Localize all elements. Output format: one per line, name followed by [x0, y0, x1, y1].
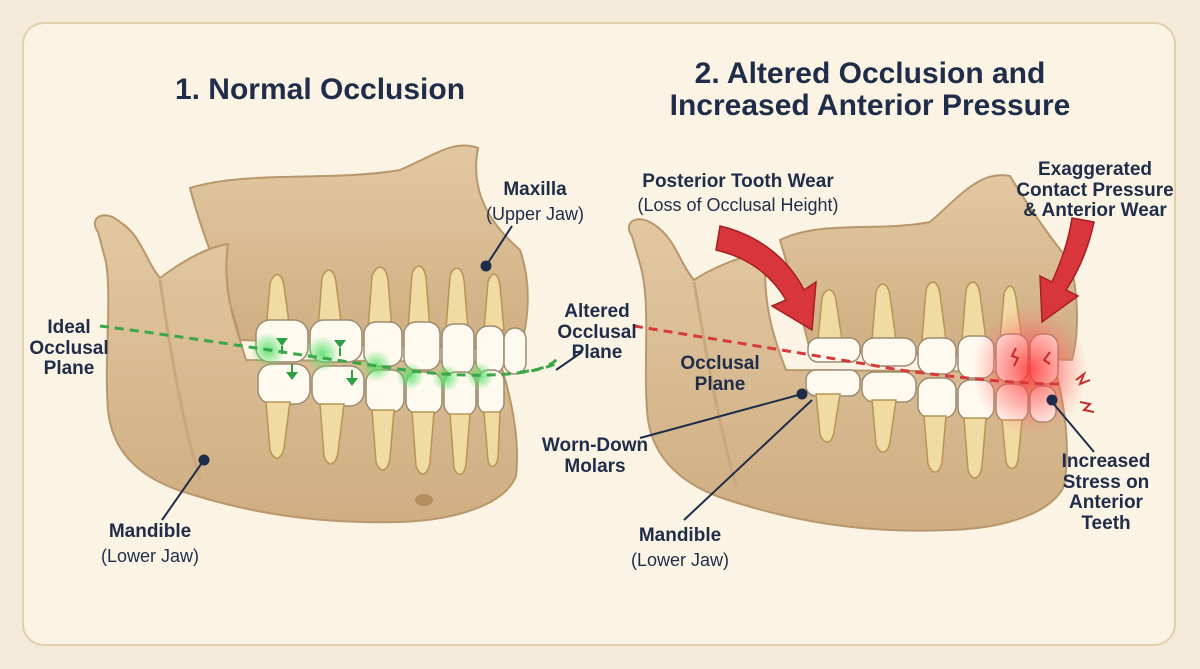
mandible-name-right: Mandible — [638, 525, 722, 546]
ideal-plane-continuation — [519, 355, 562, 374]
posterior-wear-label: Posterior Tooth Wear (Loss of Occlusal H… — [608, 171, 868, 215]
normal-occlusion-title: 1. Normal Occlusion — [174, 73, 466, 106]
altered-occlusal-plane-line — [633, 324, 1061, 386]
mandible-sub-left: (Lower Jaw) — [100, 545, 200, 566]
mandible-label-right: Mandible (Lower Jaw) — [600, 525, 760, 570]
upper-roots — [265, 265, 505, 331]
posterior-wear-name: Posterior Tooth Wear — [642, 171, 834, 192]
altered-line-3: Plane — [571, 342, 623, 364]
ideal-line-1: Ideal — [47, 317, 91, 338]
occlusal-line-2: Plane — [694, 373, 746, 395]
mandible-sub-right: (Lower Jaw) — [630, 549, 730, 570]
pressure-line-2: Contact Pressure — [1016, 179, 1174, 201]
title-line-1: 2. Altered Occlusion and — [694, 57, 1046, 90]
stress-crack-icon — [1010, 347, 1095, 413]
maxilla-sub: (Upper Jaw) — [485, 203, 585, 224]
stress-line-2: Stress on — [1062, 471, 1150, 493]
altered-occlusal-plane-label: Altered Occlusal Plane — [552, 301, 642, 364]
mandible-label-left: Mandible (Lower Jaw) — [70, 521, 230, 566]
contact-arrow-icon — [276, 338, 358, 386]
occlusal-line-1: Occlusal — [680, 353, 760, 374]
force-arrow-icon — [715, 217, 1095, 332]
ideal-occlusal-plane-label: Ideal Occlusal Plane — [24, 317, 114, 380]
anterior-stress-label: Increased Stress on Anterior Teeth — [1046, 451, 1166, 534]
stress-line-4: Teeth — [1081, 512, 1131, 534]
stress-line-1: Increased — [1061, 451, 1151, 472]
maxilla-bone — [188, 144, 529, 352]
leader-lines-right — [555, 351, 1095, 521]
title-line-2: Increased Anterior Pressure — [669, 89, 1071, 123]
lower-roots — [265, 401, 501, 476]
altered-line-2: Occlusal — [557, 321, 637, 343]
ideal-line-3: Plane — [43, 358, 95, 380]
ideal-occlusal-plane-line — [99, 324, 561, 377]
worn-molars-label: Worn-Down Molars — [540, 435, 650, 477]
normal-jaw — [93, 144, 561, 524]
pressure-glow-icon — [972, 304, 1088, 436]
pressure-line-3: & Anterior Wear — [1023, 200, 1167, 222]
altered-line-1: Altered — [564, 301, 630, 322]
ideal-line-2: Occlusal — [29, 337, 109, 359]
contact-pressure-label: Exaggerated Contact Pressure & Anterior … — [1000, 159, 1190, 222]
maxilla-name: Maxilla — [503, 179, 567, 200]
worn-line-1: Worn-Down — [541, 435, 649, 456]
occlusal-plane-label: Occlusal Plane — [670, 353, 770, 395]
maxilla-label: Maxilla (Upper Jaw) — [470, 179, 600, 224]
pressure-line-1: Exaggerated — [1037, 159, 1153, 180]
leader-lines-left — [161, 225, 513, 521]
altered-occlusion-title: 2. Altered Occlusion and Increased Anter… — [650, 57, 1090, 123]
mandible-name-left: Mandible — [108, 521, 192, 542]
worn-line-2: Molars — [564, 455, 626, 477]
altered-jaw — [519, 174, 1095, 532]
posterior-wear-sub: (Loss of Occlusal Height) — [637, 194, 839, 215]
lower-teeth — [257, 363, 505, 417]
stress-line-3: Anterior — [1069, 492, 1143, 514]
